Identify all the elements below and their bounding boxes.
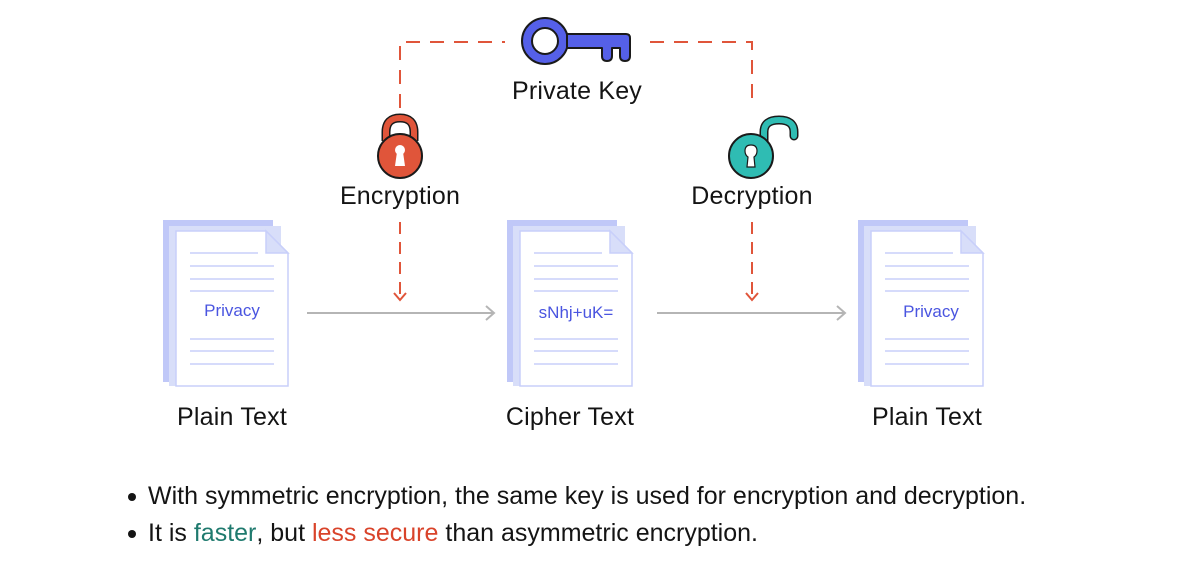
document-3-caption: Plain Text bbox=[872, 403, 982, 431]
document-2-content: sNhj+uK= bbox=[538, 303, 614, 322]
key-connector-dashed-line bbox=[399, 41, 753, 108]
document-stack-1 bbox=[163, 220, 290, 387]
key-icon bbox=[521, 17, 631, 65]
document-front-sheet bbox=[870, 230, 984, 387]
document-front-sheet bbox=[519, 230, 633, 387]
document-3-content: Privacy bbox=[903, 302, 959, 321]
bullet-text-segment: It is bbox=[148, 519, 194, 547]
document-fold-corner bbox=[609, 229, 634, 254]
document-stack-2 bbox=[507, 220, 634, 387]
decryption-drop-line bbox=[745, 222, 759, 302]
bullet-dot-icon bbox=[128, 529, 136, 538]
document-2-caption: Cipher Text bbox=[505, 403, 635, 431]
bullet-item: With symmetric encryption, the same key … bbox=[122, 478, 1026, 515]
closed-padlock-icon bbox=[377, 113, 423, 179]
document-1-content: Privacy bbox=[204, 301, 260, 320]
bullet-dot-icon bbox=[128, 492, 136, 501]
flow-arrow-1 bbox=[307, 305, 496, 321]
document-stack-3 bbox=[858, 220, 985, 387]
encryption-drop-line bbox=[393, 222, 407, 302]
decryption-label: Decryption bbox=[691, 182, 813, 210]
open-padlock-icon bbox=[728, 115, 799, 179]
encryption-label: Encryption bbox=[339, 182, 461, 210]
document-fold-corner bbox=[265, 229, 290, 254]
bullet-text-segment: less secure bbox=[311, 519, 439, 547]
bullet-text-segment: faster bbox=[193, 519, 257, 547]
bullet-text-segment: than asymmetric encryption. bbox=[438, 519, 758, 547]
flow-arrow-2 bbox=[657, 305, 847, 321]
bullet-text-segment: , but bbox=[256, 519, 312, 547]
bullet-item: It is faster, but less secure than asymm… bbox=[122, 515, 1026, 552]
bullet-list: With symmetric encryption, the same key … bbox=[122, 478, 1026, 552]
document-fold-corner bbox=[960, 229, 985, 254]
document-1-caption: Plain Text bbox=[177, 403, 287, 431]
private-key-label: Private Key bbox=[511, 77, 643, 105]
bullet-text-segment: With symmetric encryption, the same key … bbox=[148, 482, 1027, 510]
document-front-sheet bbox=[175, 230, 289, 387]
